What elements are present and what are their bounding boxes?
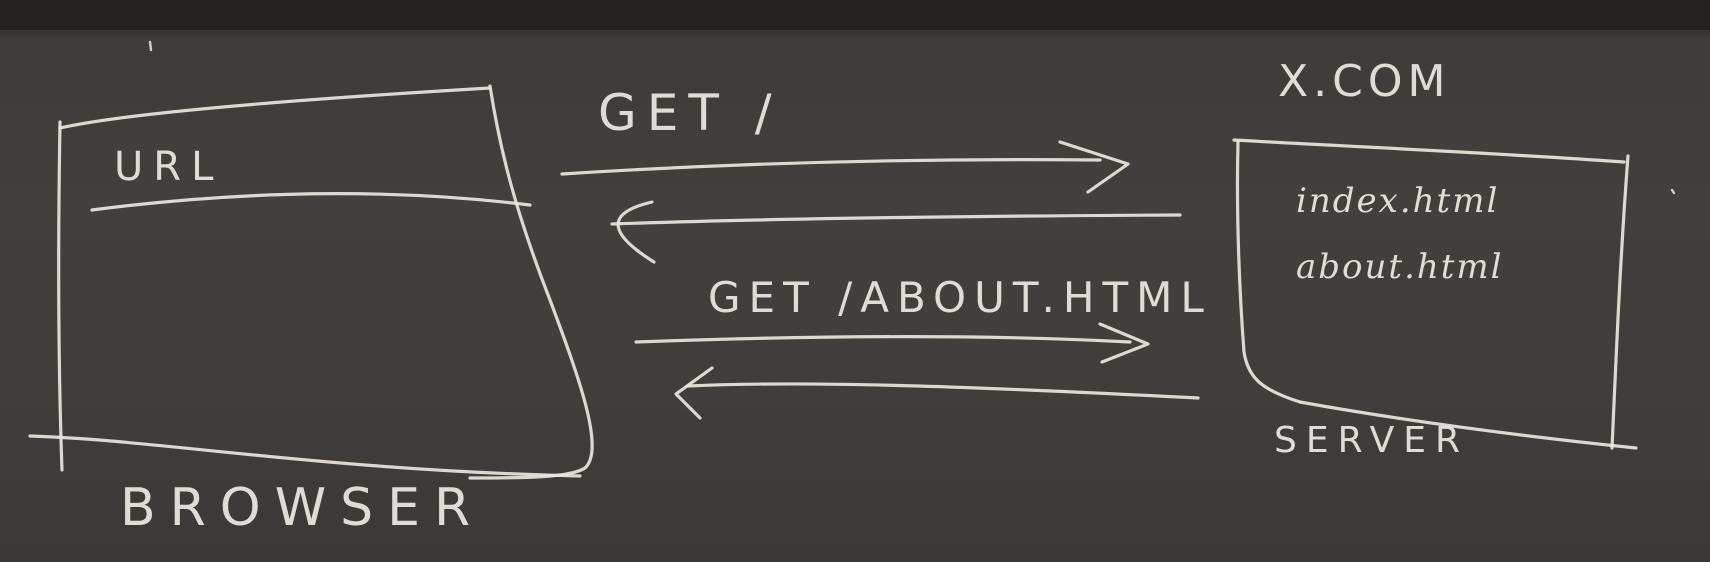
request-1-arrowhead <box>1058 140 1130 194</box>
server-label: SERVER <box>1274 420 1469 461</box>
chalk-speck <box>148 40 153 52</box>
request-1-label: GET / <box>598 84 782 142</box>
response-1-arrow-line <box>610 213 1182 226</box>
request-2-label: GET /ABOUT.HTML <box>708 273 1212 322</box>
request-1-arrow-line <box>560 158 1102 176</box>
browser-window-right-edge <box>468 84 594 480</box>
server-domain-label: X.COM <box>1278 56 1450 107</box>
server-box-left-edge <box>1235 140 1302 404</box>
server-box: index.html about.html <box>1232 138 1638 450</box>
browser-window-top-edge <box>58 86 492 130</box>
server-box-top-edge <box>1232 138 1626 164</box>
url-bar-label: URL <box>114 144 223 190</box>
response-2-arrowhead <box>674 366 714 420</box>
browser-window-bottom-edge <box>28 434 582 478</box>
server-file-about: about.html <box>1296 247 1504 287</box>
server-file-index: index.html <box>1296 181 1499 221</box>
request-2-arrowhead <box>1098 322 1150 364</box>
server-box-right-edge <box>1610 154 1630 450</box>
request-2-arrow-line <box>634 335 1132 344</box>
url-bar-divider <box>90 192 532 212</box>
response-2-arrow-line <box>686 382 1200 400</box>
browser-label: BROWSER <box>120 478 484 538</box>
browser-window-left-edge <box>57 120 64 472</box>
response-1-arrowhead <box>616 200 656 264</box>
server-box-bottom-edge <box>1298 400 1638 450</box>
browser-window: URL <box>28 84 594 480</box>
chalk-speck <box>1670 188 1676 195</box>
board-top-edge <box>0 0 1710 30</box>
